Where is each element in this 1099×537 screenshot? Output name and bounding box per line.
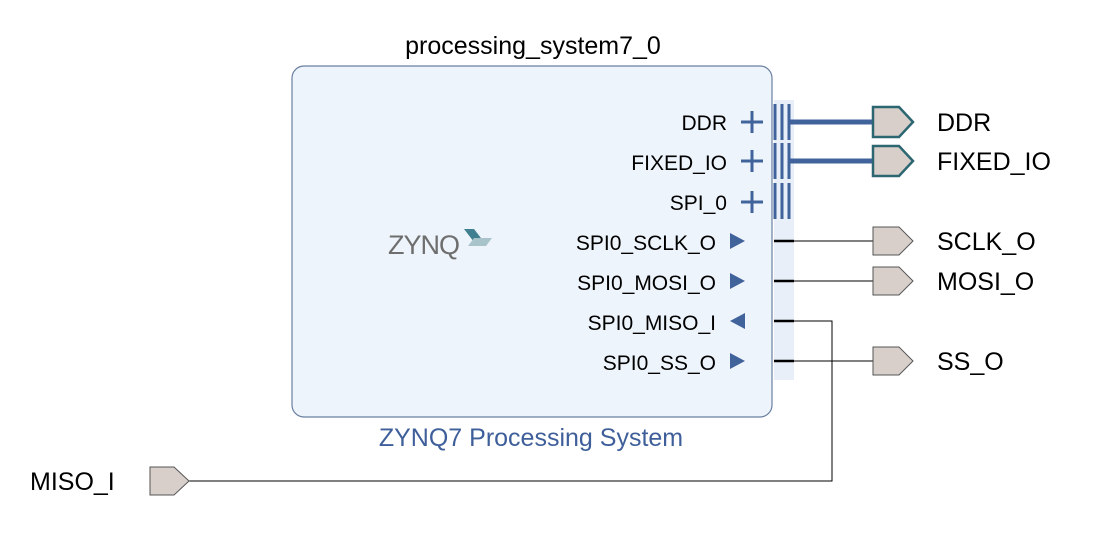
wire-miso-i[interactable]: [188, 320, 833, 482]
port-label-spi-0: SPI_0: [670, 192, 727, 215]
expand-fixed-io-icon[interactable]: [741, 150, 763, 172]
block-subtitle: ZYNQ7 Processing System: [379, 424, 683, 452]
external-port-miso-i-shape[interactable]: [149, 466, 190, 496]
external-port-mosi-o-shape[interactable]: [872, 266, 914, 296]
expand-spi-0-icon[interactable]: [741, 191, 763, 213]
spi0-ss-o-output-arrow-icon: [730, 353, 745, 369]
spi0-mosi-o-output-arrow-icon: [730, 273, 745, 289]
external-port-fixed-io-shape[interactable]: [871, 144, 915, 178]
bus-pin-spi-0[interactable]: [773, 183, 791, 219]
external-port-label-ss-o: SS_O: [937, 348, 1004, 376]
external-port-label-ddr: DDR: [937, 109, 991, 137]
spi0-sclk-o-output-arrow-icon: [730, 233, 745, 249]
block-instance-name: processing_system7_0: [405, 32, 661, 60]
zynq-logo-text: ZYNQ: [388, 230, 459, 260]
port-label-spi0-ss-o: SPI0_SS_O: [603, 352, 716, 375]
port-label-ddr: DDR: [682, 112, 728, 135]
external-port-ss-o-shape[interactable]: [872, 346, 914, 376]
port-label-spi0-miso-i: SPI0_MISO_I: [588, 312, 716, 335]
external-port-label-mosi-o: MOSI_O: [937, 268, 1034, 296]
zynq-logo: ZYNQ: [388, 229, 492, 260]
external-port-label-sclk-o: SCLK_O: [937, 228, 1036, 256]
expand-ddr-icon[interactable]: [741, 111, 763, 133]
port-label-spi0-mosi-o: SPI0_MOSI_O: [577, 272, 716, 295]
external-port-sclk-o-shape[interactable]: [872, 226, 914, 256]
zynq-ip-block[interactable]: [291, 65, 773, 418]
single-bit-pin-stubs: [774, 239, 794, 363]
bus-pin-fixed-io[interactable]: [773, 143, 791, 179]
zynq-logo-mark-light-icon: [468, 238, 492, 246]
port-label-fixed-io: FIXED_IO: [631, 152, 727, 175]
external-port-label-fixed-io: FIXED_IO: [937, 148, 1051, 176]
bus-pin-ddr[interactable]: [773, 104, 791, 140]
external-port-label-miso-i: MISO_I: [30, 468, 115, 496]
port-label-spi0-sclk-o: SPI0_SCLK_O: [576, 232, 716, 255]
external-port-ddr-shape[interactable]: [871, 105, 915, 139]
spi0-miso-i-input-arrow-icon: [730, 313, 745, 329]
